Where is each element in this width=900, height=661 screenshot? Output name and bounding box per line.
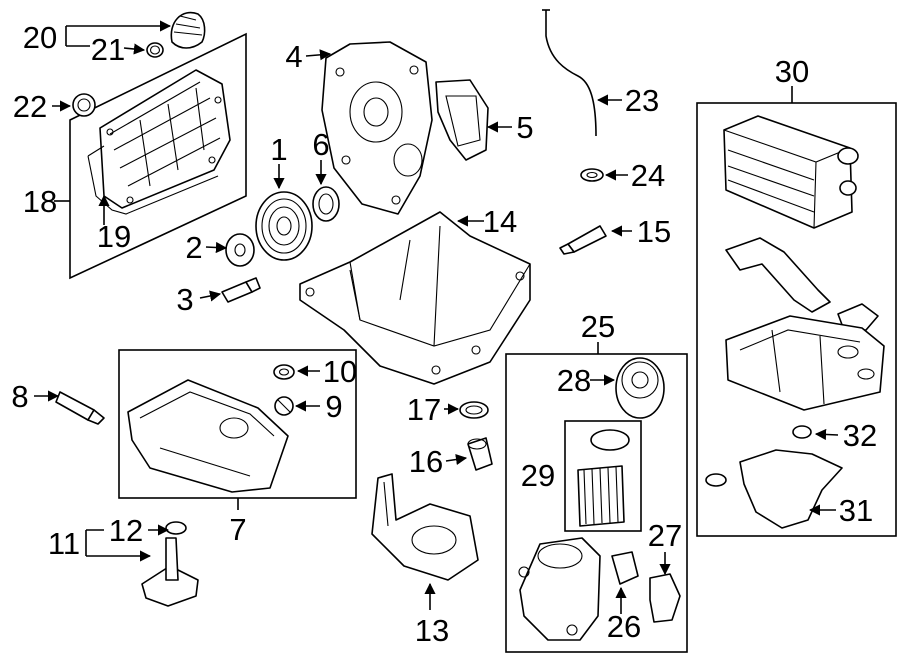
callout-11: 11 <box>48 526 80 561</box>
callout-28: 28 <box>557 363 591 398</box>
oil-cooler-illustration <box>723 115 859 229</box>
callout-9: 9 <box>325 389 342 424</box>
group-box-filter-element <box>564 420 642 532</box>
front-seal-illustration <box>312 186 340 222</box>
callout-3: 3 <box>176 282 193 317</box>
oil-filter-housing-illustration <box>518 537 601 641</box>
timing-cover-illustration <box>321 41 433 215</box>
callout-16: 16 <box>409 444 443 479</box>
drain-plug-illustration <box>274 396 294 416</box>
oil-filter-element-illustration <box>577 429 630 527</box>
callout-25: 25 <box>581 309 615 344</box>
fitting-seal-illustration <box>459 401 489 419</box>
sensor-seal-illustration <box>165 521 187 535</box>
callout-13: 13 <box>415 613 449 648</box>
oil-level-sensor-illustration <box>141 537 199 607</box>
oil-pump-illustration <box>371 473 479 581</box>
sealant-tube-upper-illustration <box>559 225 607 255</box>
callout-2: 2 <box>185 230 202 265</box>
callout-12: 12 <box>109 513 143 548</box>
callout-29: 29 <box>521 458 555 493</box>
callout-5: 5 <box>516 110 533 145</box>
valve-cover-gasket-illustration <box>87 145 219 215</box>
callout-30: 30 <box>775 54 809 89</box>
plug-illustration <box>72 93 96 117</box>
callout-18: 18 <box>23 184 57 219</box>
callout-7: 7 <box>229 512 246 547</box>
sealant-tube-lower-illustration <box>55 391 105 425</box>
callout-numbers: 1 2 3 4 5 6 7 8 9 10 11 12 13 14 15 16 1… <box>11 20 877 648</box>
callout-15: 15 <box>637 214 671 249</box>
group-box-oil-cooler <box>696 102 897 537</box>
oil-pan-illustration <box>127 379 289 493</box>
callout-14: 14 <box>483 204 517 239</box>
callout-24: 24 <box>631 158 665 193</box>
dipstick-tube-illustration <box>545 10 597 137</box>
group-box-oil-filter-housing <box>505 353 688 653</box>
timing-cover-gasket-illustration <box>435 79 489 161</box>
cooler-oring-illustration <box>792 425 812 439</box>
callout-6: 6 <box>312 127 329 162</box>
callout-19: 19 <box>97 219 131 254</box>
drain-washer-illustration <box>273 364 295 380</box>
lower-crankcase-illustration <box>299 211 531 385</box>
oil-filler-cap-illustration <box>170 11 206 49</box>
callout-10: 10 <box>323 354 357 389</box>
callout-4: 4 <box>285 39 302 74</box>
callout-23: 23 <box>625 83 659 118</box>
callout-20: 20 <box>23 20 57 55</box>
leader-lines <box>34 26 839 614</box>
cooler-gasket-lower-illustration <box>739 449 843 529</box>
filter-cap-illustration <box>615 357 665 419</box>
callout-1: 1 <box>270 132 287 167</box>
tube-seal-illustration <box>580 168 604 182</box>
callout-31: 31 <box>839 493 873 528</box>
callout-21: 21 <box>91 32 125 67</box>
crankshaft-pulley-illustration <box>255 191 313 261</box>
washer-illustration <box>225 233 255 267</box>
callout-8: 8 <box>11 379 28 414</box>
housing-seal-illustration <box>649 573 681 623</box>
bolt-illustration <box>221 277 261 303</box>
housing-gasket-illustration <box>611 551 639 585</box>
valve-cover-illustration <box>99 69 231 209</box>
plug-fitting-illustration <box>467 437 493 471</box>
callout-22: 22 <box>13 89 47 124</box>
callout-32: 32 <box>843 418 877 453</box>
cap-seal-illustration <box>146 42 164 58</box>
cooler-mount-illustration <box>725 315 885 411</box>
callout-27: 27 <box>648 518 682 553</box>
cooler-gasket-upper-illustration <box>725 237 831 313</box>
group-box-valve-cover <box>69 32 247 280</box>
callout-17: 17 <box>407 392 441 427</box>
callout-26: 26 <box>607 609 641 644</box>
